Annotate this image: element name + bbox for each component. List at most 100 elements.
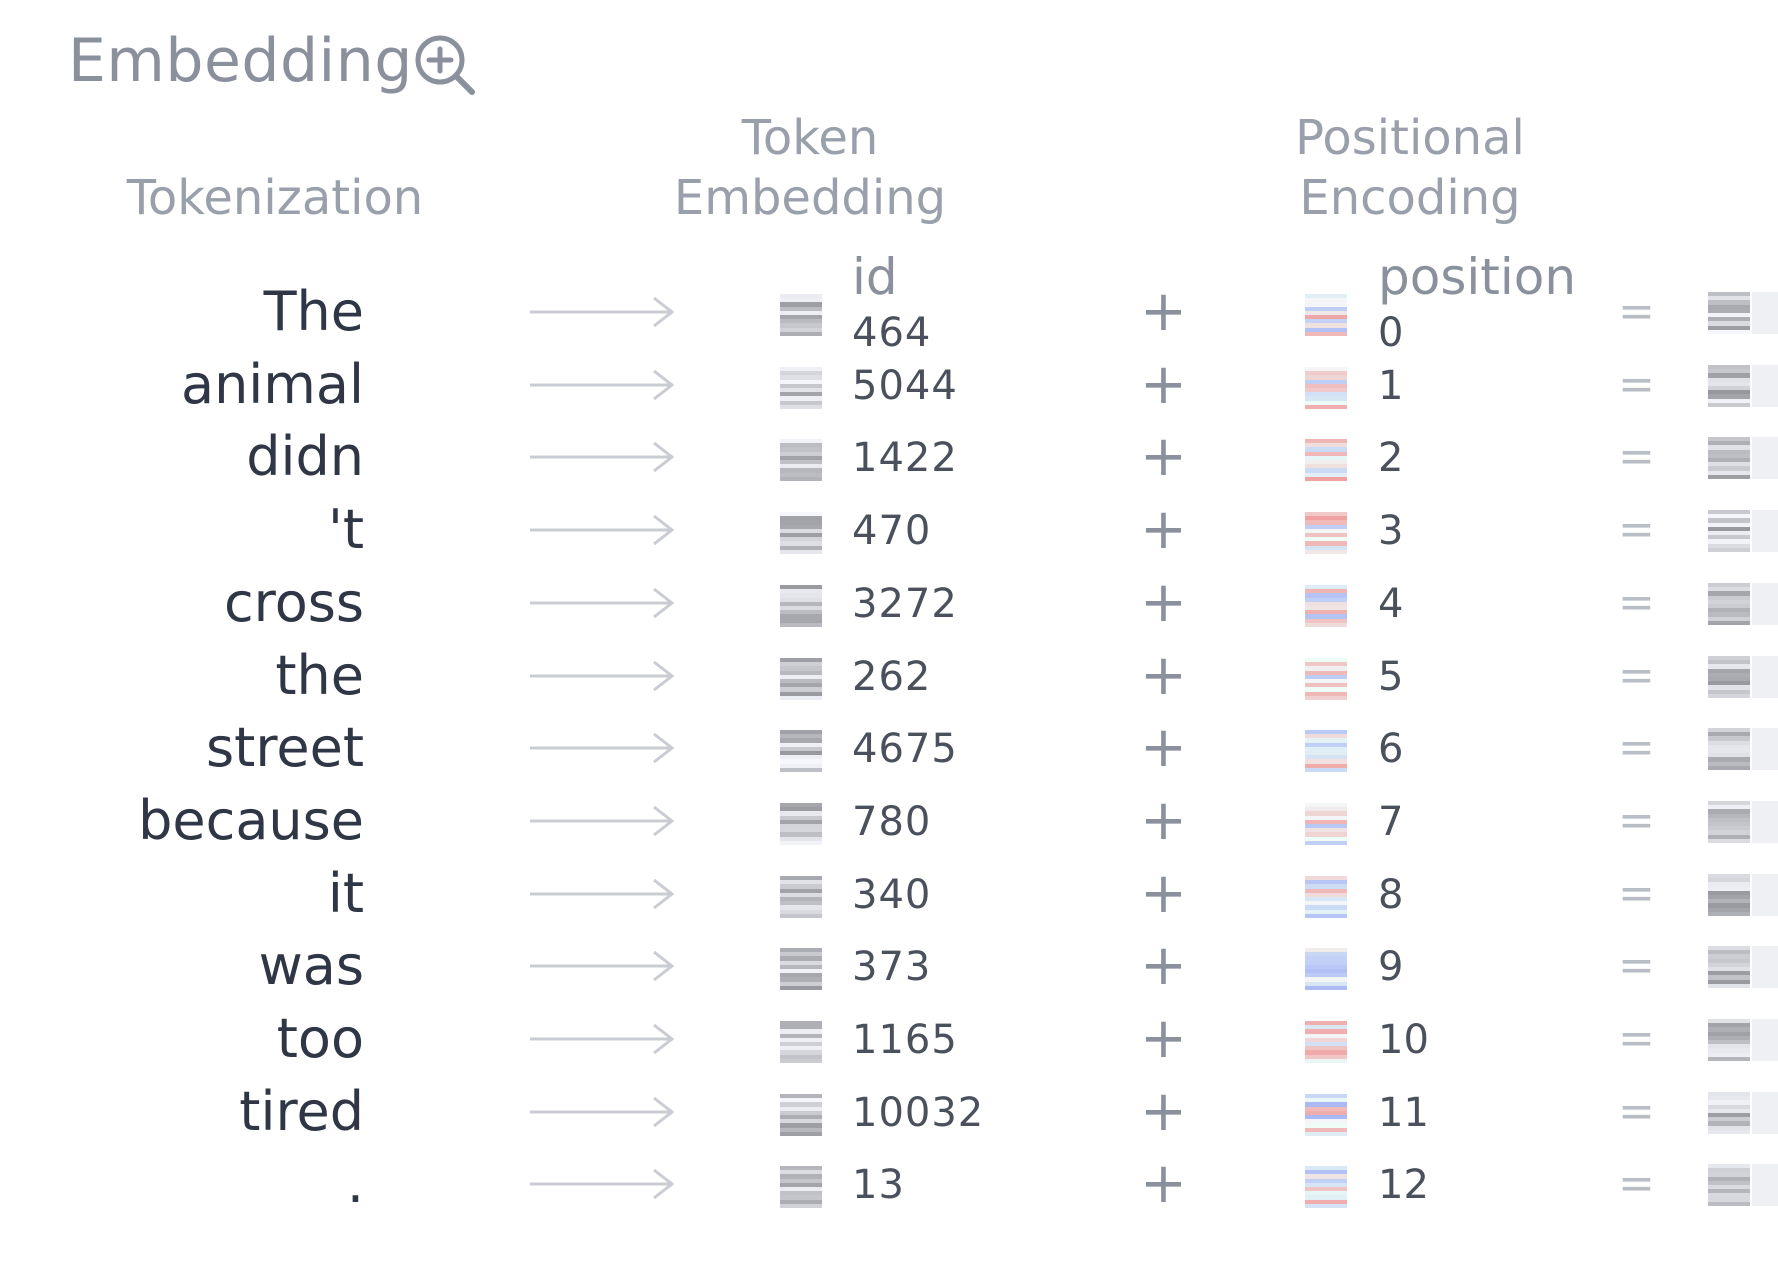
output-embedding-vector [1708,656,1750,698]
equals-sign: = [1618,868,1655,919]
arrow-right-icon [530,369,675,401]
positional-encoding-vector [1305,294,1347,336]
position-index: 7 [1378,799,1404,845]
token-text: animal [180,353,364,416]
positional-encoding-vector [1305,512,1347,554]
positional-encoding-header-line2: Encoding [1299,170,1521,226]
token-text: cross [223,571,364,634]
id-column-label: id [852,248,898,306]
token-id: 10032 [852,1090,985,1136]
output-embedding-vector [1708,510,1750,552]
plus-sign: + [1140,424,1187,489]
equals-sign: = [1618,286,1655,337]
output-embedding-vector [1708,1164,1750,1206]
token-id: 13 [852,1162,905,1208]
equals-sign: = [1618,577,1655,628]
embedding-row: tired 10032 +11 = [0,1076,1778,1148]
output-embedding-vector [1708,1019,1750,1061]
plus-sign: + [1140,715,1187,780]
arrow-right-icon [530,1023,675,1055]
plus-sign: + [1140,279,1187,344]
token-id: 373 [852,944,932,990]
token-id: 780 [852,799,932,845]
token-embedding-header-line2: Embedding [673,170,947,226]
output-vector-overflow [1752,292,1778,334]
output-embedding-vector [1708,946,1750,988]
output-vector-overflow [1752,1019,1778,1061]
positional-encoding-header: Positional Encoding [1270,108,1550,228]
plus-sign: + [1140,861,1187,926]
positional-encoding-vector [1305,876,1347,918]
equals-sign: = [1618,940,1655,991]
position-index: 0 [1378,310,1404,356]
output-vector-overflow [1752,365,1778,407]
token-embedding-vector [780,803,822,845]
equals-sign: = [1618,1013,1655,1064]
token-embedding-header: Token Embedding [660,108,960,228]
token-embedding-vector [780,658,822,700]
token-text: was [258,934,364,997]
plus-sign: + [1140,1151,1187,1216]
plus-sign: + [1140,352,1187,417]
token-embedding-vector [780,730,822,772]
positional-encoding-vector [1305,1094,1347,1136]
equals-sign: = [1618,1086,1655,1137]
token-id: 470 [852,508,932,554]
token-embedding-vector [780,367,822,409]
token-id: 5044 [852,363,958,409]
token-id: 262 [852,654,932,700]
position-index: 11 [1378,1090,1429,1136]
plus-sign: + [1140,643,1187,708]
output-vector-overflow [1752,728,1778,770]
equals-sign: = [1618,795,1655,846]
output-embedding-vector [1708,1092,1750,1134]
positional-encoding-vector [1305,803,1347,845]
arrow-right-icon [530,878,675,910]
token-text: because [138,789,364,852]
equals-sign: = [1618,504,1655,555]
position-index: 3 [1378,508,1404,554]
token-id: 4675 [852,726,958,772]
arrow-right-icon [530,441,675,473]
plus-sign: + [1140,497,1187,562]
output-vector-overflow [1752,510,1778,552]
token-id: 3272 [852,581,958,627]
output-embedding-vector [1708,437,1750,479]
output-vector-overflow [1752,437,1778,479]
output-embedding-vector [1708,365,1750,407]
positional-encoding-vector [1305,730,1347,772]
output-vector-overflow [1752,874,1778,916]
positional-encoding-vector [1305,439,1347,481]
plus-sign: + [1140,933,1187,998]
token-text: tired [239,1080,364,1143]
position-index: 4 [1378,581,1404,627]
output-embedding-vector [1708,801,1750,843]
token-id: 340 [852,872,932,918]
token-embedding-vector [780,948,822,990]
token-id: 1422 [852,435,958,481]
position-index: 6 [1378,726,1404,772]
output-embedding-vector [1708,292,1750,334]
positional-encoding-vector [1305,1166,1347,1208]
token-embedding-vector [780,1166,822,1208]
token-text: it [327,862,364,925]
plus-sign: + [1140,1079,1187,1144]
token-id: 1165 [852,1017,958,1063]
output-embedding-vector [1708,583,1750,625]
position-column-label: position [1378,248,1577,306]
token-embedding-vector [780,1021,822,1063]
zoom-in-icon[interactable] [410,30,480,100]
arrow-right-icon [530,296,675,328]
position-index: 10 [1378,1017,1429,1063]
output-vector-overflow [1752,583,1778,625]
equals-sign: = [1618,431,1655,482]
